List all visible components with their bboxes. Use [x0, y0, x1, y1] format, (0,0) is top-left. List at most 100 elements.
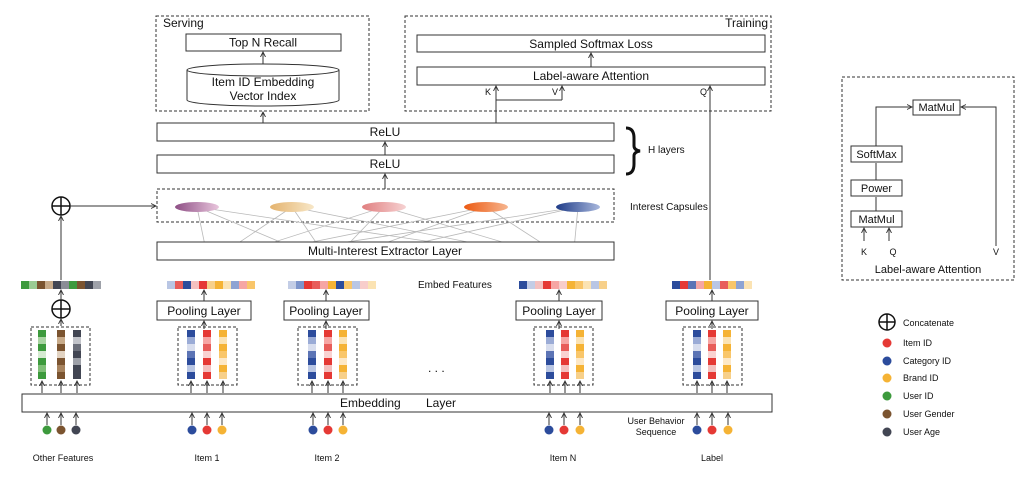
- matrix-cell: [219, 365, 227, 372]
- embed-strip-cell: [336, 281, 344, 289]
- interest-capsule-5: [556, 202, 600, 212]
- matrix-cell: [73, 337, 81, 344]
- interest-capsule-1: [175, 202, 219, 212]
- matrix-cell: [708, 344, 716, 351]
- embed-strip-cell: [29, 281, 37, 289]
- matrix-cell: [693, 330, 701, 337]
- embed-strip-cell: [183, 281, 191, 289]
- matrix-cell: [324, 358, 332, 365]
- embed-strip-cell: [559, 281, 567, 289]
- legend-user-gender-dot: [882, 409, 892, 419]
- matrix-cell: [693, 337, 701, 344]
- matrix-cell: [203, 330, 211, 337]
- embed-strip-cell: [21, 281, 29, 289]
- input-label-label: Label: [701, 453, 723, 463]
- matrix-cell: [324, 351, 332, 358]
- input-label-item-1: Item 1: [194, 453, 219, 463]
- matrix-cell: [73, 372, 81, 379]
- embedding-matrices: [30, 326, 743, 393]
- matrix-cell: [203, 344, 211, 351]
- embed-strip-cell: [288, 281, 296, 289]
- matrix-cell: [187, 358, 195, 365]
- input-label-other-features: Other Features: [33, 453, 94, 463]
- embed-strip-cell: [207, 281, 215, 289]
- concat-path: [51, 196, 156, 326]
- embed-strip-cell: [575, 281, 583, 289]
- matrix-cell: [203, 365, 211, 372]
- matrix-cell: [546, 365, 554, 372]
- embed-strip-cell: [239, 281, 247, 289]
- matrix-cell: [219, 351, 227, 358]
- pooling-layer-item-n-label: Pooling Layer: [522, 304, 595, 318]
- matrix-cell: [693, 351, 701, 358]
- matrix-cell: [38, 344, 46, 351]
- embed-strip-cell: [93, 281, 101, 289]
- matrix-cell: [203, 372, 211, 379]
- matrix-cell: [308, 344, 316, 351]
- attn-v-label: V: [993, 247, 999, 257]
- matrix-cell: [708, 372, 716, 379]
- legend-item-id-dot: [882, 338, 892, 348]
- interest-capsule-2: [270, 202, 314, 212]
- legend: Concatenate Item ID Category ID Brand ID…: [878, 313, 955, 437]
- input-dot: [56, 425, 66, 435]
- matrix-cell: [187, 365, 195, 372]
- embed-feature-strips: [21, 281, 752, 289]
- embed-strip-cell: [215, 281, 223, 289]
- matrix-cell: [339, 351, 347, 358]
- embed-strip-cell: [736, 281, 744, 289]
- interest-capsules-label: Interest Capsules: [630, 202, 708, 213]
- matrix-cell: [561, 330, 569, 337]
- input-dot: [187, 425, 197, 435]
- matrix-cell: [576, 337, 584, 344]
- legend-user-gender: User Gender: [903, 409, 955, 419]
- matrix-cell: [187, 351, 195, 358]
- matrix-cell: [219, 337, 227, 344]
- matrix-cell: [708, 358, 716, 365]
- input-dot: [71, 425, 81, 435]
- input-dot: [707, 425, 717, 435]
- input-dot: [338, 425, 348, 435]
- matrix-cell: [203, 351, 211, 358]
- embed-strip-item-n: [519, 281, 607, 289]
- attn-power-label: Power: [861, 183, 893, 195]
- input-features: [42, 413, 733, 435]
- matrix-cell: [203, 337, 211, 344]
- serving-title: Serving: [163, 16, 204, 30]
- matrix-cell: [38, 330, 46, 337]
- embed-strip-cell: [45, 281, 53, 289]
- attn-softmax-label: SoftMax: [856, 149, 897, 161]
- embedding-layer-box: [21, 393, 773, 413]
- attn-k-label: K: [861, 247, 867, 257]
- legend-brand-id-dot: [882, 373, 892, 383]
- embed-strip-cell: [247, 281, 255, 289]
- matrix-cell: [73, 330, 81, 337]
- legend-user-age: User Age: [903, 427, 940, 437]
- matrix-cell: [708, 337, 716, 344]
- attn-caption: Label-aware Attention: [875, 264, 981, 276]
- matrix-cell: [187, 337, 195, 344]
- matrix-cell: [187, 372, 195, 379]
- matrix-cell: [187, 344, 195, 351]
- embed-strip-cell: [704, 281, 712, 289]
- matrix-cell: [308, 351, 316, 358]
- matrix-cell: [308, 365, 316, 372]
- embed-strip-cell: [231, 281, 239, 289]
- attn-q-label: Q: [889, 247, 896, 257]
- matrix-cell: [308, 372, 316, 379]
- user-behavior-line1: User Behavior: [627, 416, 684, 426]
- matrix-cell: [546, 330, 554, 337]
- embed-strip-cell: [744, 281, 752, 289]
- matrix-cell: [723, 372, 731, 379]
- embed-strip-cell: [519, 281, 527, 289]
- h-layers-label: H layers: [648, 145, 685, 156]
- input-dot: [723, 425, 733, 435]
- embedding-layer-label-a: Embedding: [340, 396, 401, 410]
- matrix-cell: [219, 372, 227, 379]
- vector-index-line2: Vector Index: [230, 89, 297, 103]
- embed-strip-cell: [551, 281, 559, 289]
- legend-user-id: User ID: [903, 391, 934, 401]
- matrix-cell: [339, 330, 347, 337]
- matrix-cell: [693, 344, 701, 351]
